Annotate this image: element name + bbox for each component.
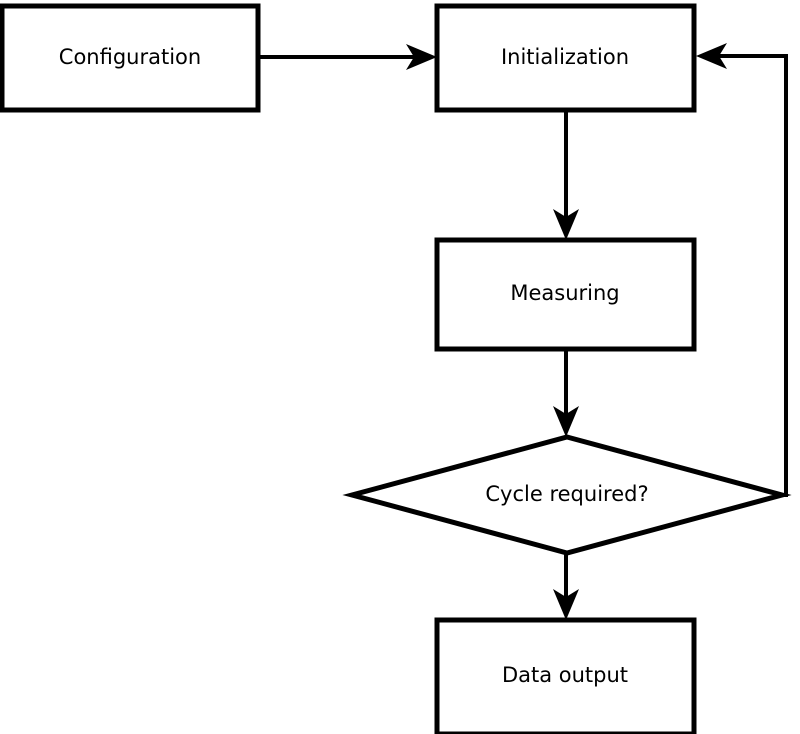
node-label-initialization: Initialization [501,45,629,69]
edge-cycle-required-to-initialization-feedback [696,43,788,497]
node-cycle-required[interactable]: Cycle required? [342,434,792,556]
arrow-head-down-icon [553,209,579,240]
node-shape-diamond[interactable] [342,434,792,556]
edge-cycle-required-to-data-output [553,554,579,620]
node-shape-rectangle[interactable] [0,3,261,113]
node-label-cycle-required: Cycle required? [485,482,648,506]
edge-line [703,54,788,497]
edge-measuring-to-cycle-required [553,351,579,437]
node-label-measuring: Measuring [510,281,619,305]
arrow-head-down-icon [553,589,579,620]
nodes-layer: Configuration Initialization Measuring C… [0,3,792,734]
arrow-head-left-icon [696,43,727,69]
node-measuring[interactable]: Measuring [434,237,697,352]
edge-initialization-to-measuring [553,112,579,240]
node-initialization[interactable]: Initialization [434,3,697,113]
node-configuration[interactable]: Configuration [0,3,261,113]
edges-layer [260,43,788,620]
node-shape-rectangle[interactable] [434,3,697,113]
node-label-configuration: Configuration [59,45,201,69]
arrow-head-down-icon [553,406,579,437]
node-data-output[interactable]: Data output [434,617,697,734]
node-shape-rectangle[interactable] [434,237,697,352]
node-label-data-output: Data output [502,663,628,687]
edge-configuration-to-initialization [260,44,437,70]
node-shape-rectangle[interactable] [434,617,697,734]
arrow-head-right-icon [406,44,437,70]
